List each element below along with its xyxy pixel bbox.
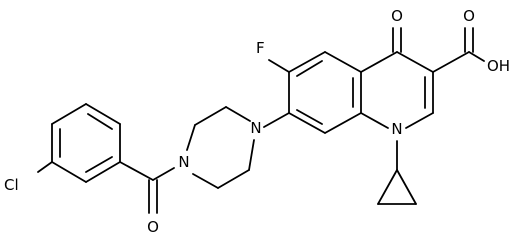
piperazine-aryl-nitrogen-label: N — [250, 119, 261, 137]
chlorophenyl-ring — [37, 103, 121, 183]
aryl-piperazine-bond — [263, 112, 290, 128]
quinolone-pyridone-ring — [360, 51, 434, 129]
cyclopropyl-group — [377, 140, 417, 205]
ketone-oxygen-label: O — [391, 7, 403, 25]
ketone-group — [392, 27, 402, 53]
quinolone-benzo-ring — [288, 51, 362, 134]
quinolone-nitrogen-label: N — [391, 120, 402, 138]
chlorine-atom-label: Cl — [4, 176, 19, 194]
carboxylic-acid-group — [432, 27, 485, 73]
amide-group — [119, 161, 175, 214]
acid-oxygen-label: O — [463, 7, 475, 25]
hydroxyl-label: OH — [487, 57, 510, 75]
fluorine-atom-label: F — [256, 39, 265, 57]
piperazine-ring — [186, 106, 255, 189]
piperazine-acyl-nitrogen-label: N — [178, 153, 189, 171]
fluorine-bond — [268, 59, 290, 73]
amide-oxygen-label: O — [147, 218, 159, 236]
